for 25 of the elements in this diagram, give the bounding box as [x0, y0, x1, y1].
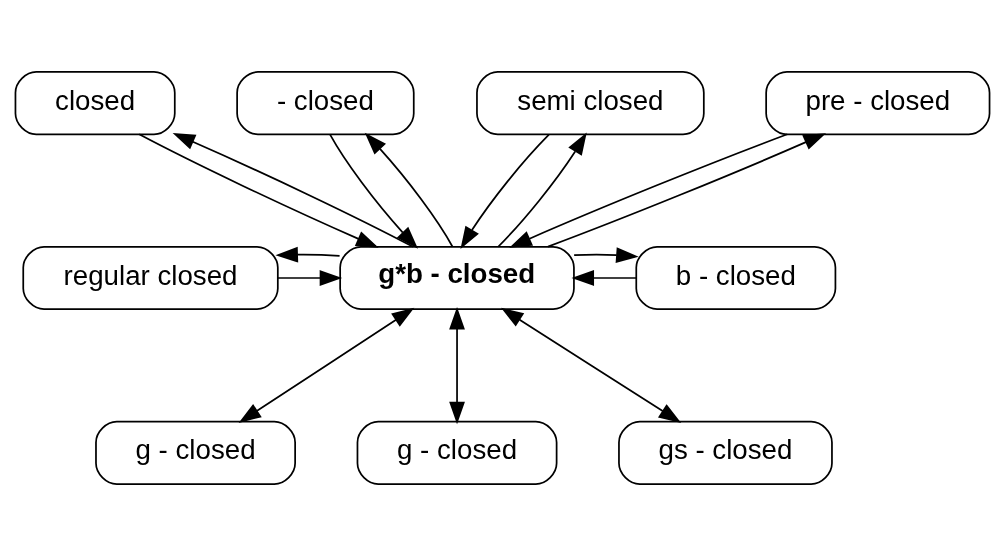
arrow — [449, 306, 465, 425]
node-box: - closed — [236, 71, 415, 136]
arrow — [172, 133, 414, 248]
arrow — [329, 133, 418, 249]
arrow — [277, 270, 343, 286]
node-box: gs - closed — [618, 420, 833, 485]
arrow — [573, 247, 639, 263]
node-box: regular closed — [22, 245, 279, 311]
node-box: g - closed — [356, 420, 558, 485]
arrow — [501, 307, 682, 423]
node-box: g - closed — [95, 420, 296, 485]
node-box: g*b - closed — [339, 245, 575, 311]
node-box: closed — [14, 71, 176, 136]
arrow — [460, 133, 550, 249]
arrow — [547, 133, 827, 248]
arrow — [364, 132, 454, 248]
arrow — [497, 132, 587, 248]
node-box: b - closed — [635, 245, 837, 311]
node-box: pre - closed — [765, 71, 991, 136]
arrow — [571, 270, 637, 286]
arrow — [138, 133, 379, 248]
arrow — [238, 307, 415, 423]
arrow — [509, 133, 789, 248]
arrow — [275, 246, 341, 263]
node-box: semi closed — [476, 71, 705, 136]
